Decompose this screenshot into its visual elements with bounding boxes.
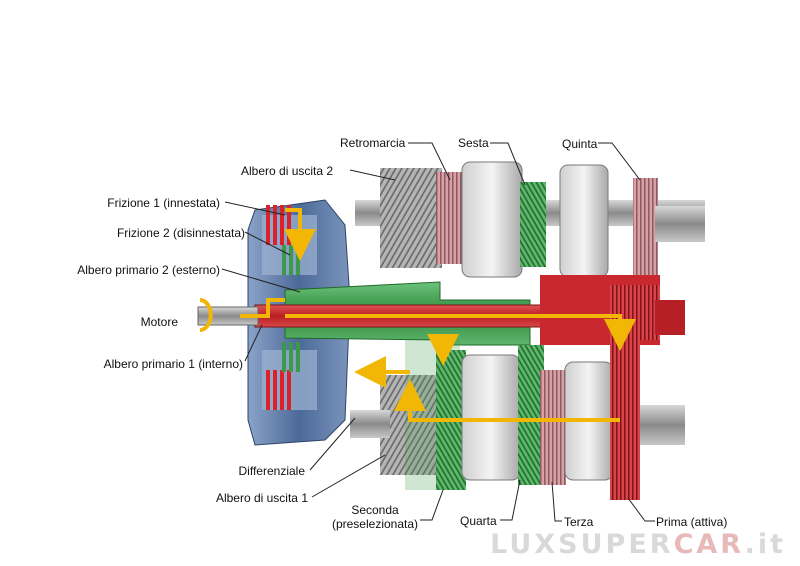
label-seconda-line1: Seconda: [351, 503, 399, 517]
output-shaft-2: [355, 161, 705, 283]
label-frizione-1: Frizione 1 (innestata): [107, 196, 220, 210]
clutch-1-discs: [266, 205, 291, 410]
leader-lines: [221, 142, 655, 522]
label-prima: Prima (attiva): [656, 515, 728, 529]
label-albero-primario-1: Albero primario 1 (interno): [103, 357, 243, 371]
label-seconda-line2: (preselezionata): [331, 517, 419, 531]
watermark-part3: .it: [744, 529, 786, 560]
label-albero-uscita-2: Albero di uscita 2: [241, 164, 334, 178]
label-albero-uscita-1: Albero di uscita 1: [215, 491, 308, 505]
power-flow-path: [199, 208, 636, 422]
first-gear-drive: [540, 275, 685, 345]
watermark-part2: CAR: [673, 529, 745, 560]
label-seconda: Seconda (preselezionata): [325, 503, 425, 531]
label-terza: Terza: [564, 515, 594, 529]
label-sesta: Sesta: [458, 136, 489, 150]
label-quinta: Quinta: [562, 137, 598, 151]
label-frizione-2: Frizione 2 (disinnestata): [116, 226, 245, 240]
label-quarta: Quarta: [460, 514, 497, 528]
label-differenziale: Differenziale: [238, 464, 305, 478]
watermark-part1: LUXSUPER: [490, 529, 674, 560]
label-albero-primario-2: Albero primario 2 (esterno): [77, 263, 220, 277]
label-retromarcia: Retromarcia: [340, 136, 406, 150]
watermark: LUXSUPERCAR.it: [490, 529, 786, 560]
label-motore: Motore: [140, 315, 178, 329]
